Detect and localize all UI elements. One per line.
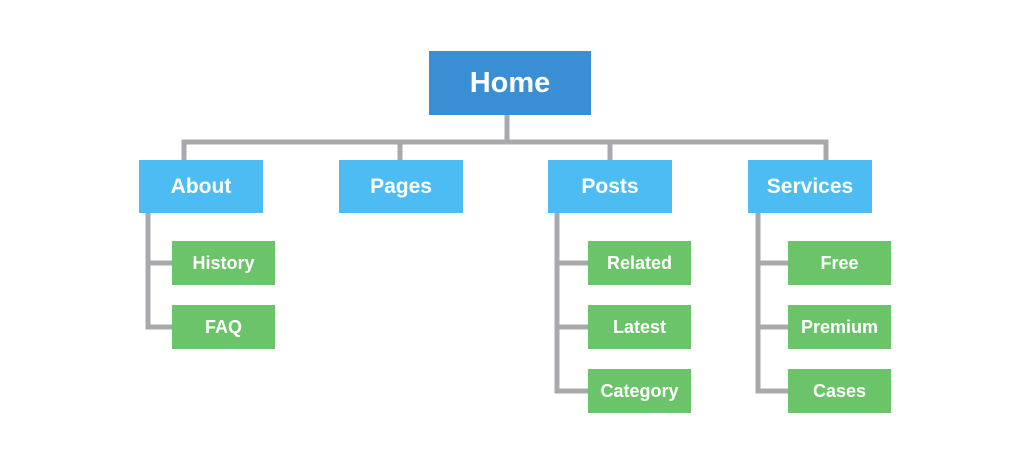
node-latest[interactable]: Latest — [588, 305, 691, 349]
node-history[interactable]: History — [172, 241, 275, 285]
node-category[interactable]: Category — [588, 369, 691, 413]
node-free[interactable]: Free — [788, 241, 891, 285]
node-faq[interactable]: FAQ — [172, 305, 275, 349]
node-pages[interactable]: Pages — [339, 160, 463, 213]
node-cases[interactable]: Cases — [788, 369, 891, 413]
node-home[interactable]: Home — [429, 51, 591, 115]
node-services[interactable]: Services — [748, 160, 872, 213]
node-about[interactable]: About — [139, 160, 263, 213]
node-related[interactable]: Related — [588, 241, 691, 285]
node-posts[interactable]: Posts — [548, 160, 672, 213]
node-premium[interactable]: Premium — [788, 305, 891, 349]
